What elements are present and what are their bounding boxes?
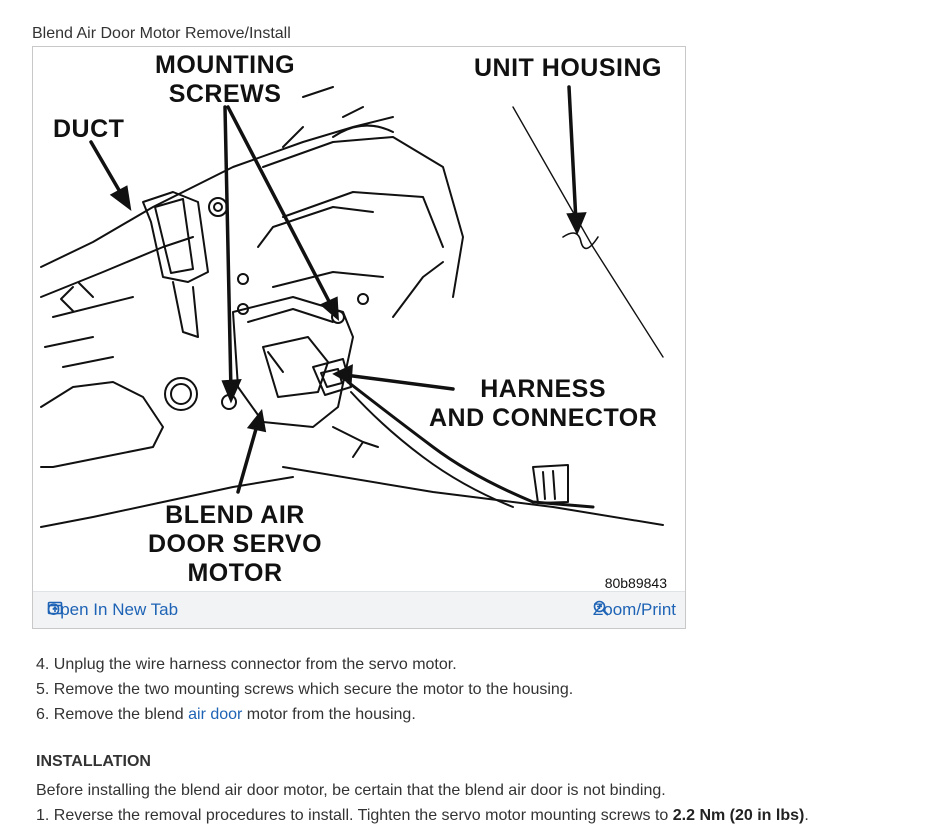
callout-duct: DUCT: [53, 115, 125, 143]
installation-heading: INSTALLATION: [36, 753, 151, 770]
zoom-print-label: Zoom/Print: [592, 600, 676, 619]
torque-value: 2.2 Nm (20 in lbs): [672, 807, 805, 824]
callout-unit-housing: UNIT HOUSING: [474, 54, 662, 82]
open-new-tab-label: Open In New Tab: [47, 600, 179, 619]
step-6: 6. Remove the blend air door motor from …: [36, 706, 416, 723]
open-new-tab-link[interactable]: Open In New Tab: [47, 600, 178, 620]
removal-steps: 4. Unplug the wire harness connector fro…: [36, 652, 573, 727]
open-new-tab-icon: [47, 601, 63, 615]
installation-step-1: 1. Reverse the removal procedures to ins…: [36, 807, 809, 824]
callout-servo-motor: BLEND AIR DOOR SERVO MOTOR: [148, 501, 323, 587]
callout-mounting-screws: MOUNTING SCREWS: [155, 51, 296, 108]
air-door-link[interactable]: air door: [188, 706, 243, 723]
figure-title: Blend Air Door Motor Remove/Install: [32, 25, 291, 42]
servo-motor-diagram: [40, 85, 664, 528]
installation-intro: Before installing the blend air door mot…: [36, 782, 666, 799]
zoom-print-link[interactable]: Zoom/Print: [593, 600, 676, 620]
installation-body: Before installing the blend air door mot…: [36, 778, 809, 828]
step-5: 5. Remove the two mounting screws which …: [36, 681, 574, 698]
figure-footer: Open In New Tab Zoom/Print: [33, 591, 685, 628]
image-id: 80b89843: [604, 575, 667, 591]
zoom-magnifier-icon: [593, 600, 609, 616]
figure-container: MOUNTING SCREWS UNIT HOUSING DUCT HARNES…: [32, 46, 686, 629]
callout-harness-connector: HARNESS AND CONNECTOR: [429, 375, 658, 432]
step-4: 4. Unplug the wire harness connector fro…: [36, 656, 457, 673]
